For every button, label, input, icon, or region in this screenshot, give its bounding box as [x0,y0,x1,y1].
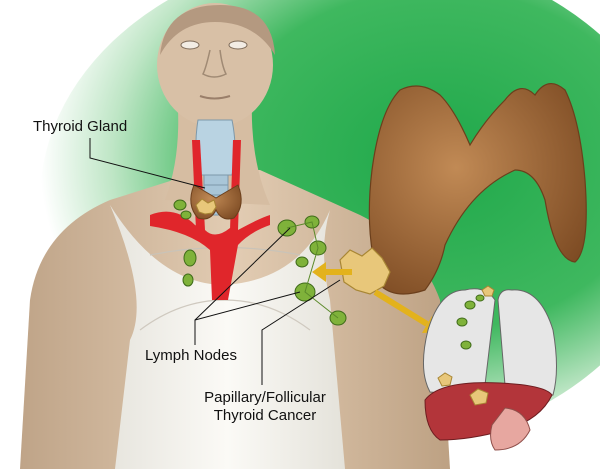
head [157,3,273,127]
metastatic-tumors [437,285,495,406]
aortic-arch [150,211,270,300]
thyroid-gland-label: Thyroid Gland [33,118,128,135]
mouth [199,95,231,100]
thyroid-gland-leader [89,138,206,189]
lymph-node-cluster-left [173,199,197,287]
lymph-vessel [286,221,339,319]
cancer-leader [261,279,341,385]
primary-tumor [339,247,391,295]
stomach [490,407,531,451]
neck-tumor [195,198,217,215]
hair [160,5,275,55]
tank-top [110,205,345,469]
cancer-label-line1: Papillary/Follicular [204,389,326,406]
nose [202,49,228,78]
metastatic-nodes [456,294,485,350]
left-eye-icon [180,40,200,50]
lymph-nodes-leader-2 [194,227,291,321]
cancer-label-line2: Thyroid Cancer [213,407,317,424]
larynx [195,119,236,176]
cancer-label: Papillary/Follicular Thyroid Cancer [190,389,340,425]
right-eye-icon [228,40,248,50]
lymph-nodes-label: Lymph Nodes [145,347,237,364]
right-lung [497,289,557,396]
liver [424,382,553,441]
